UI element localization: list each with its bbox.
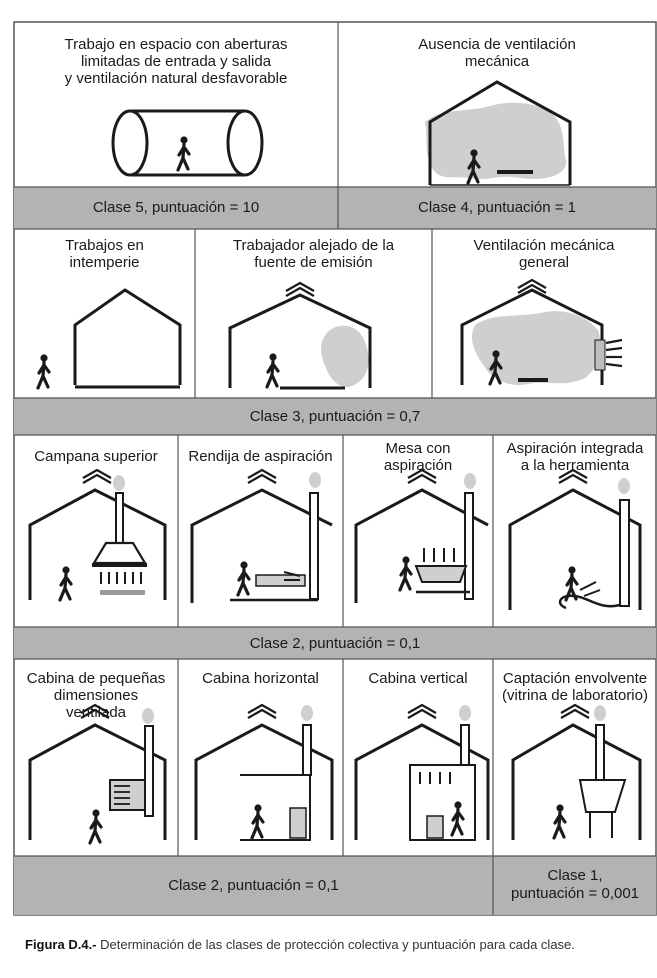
hood-illustration bbox=[28, 468, 167, 602]
caption-text: Determinación de las clases de protecció… bbox=[96, 937, 575, 952]
cell-title-no-mechanical-ventilation: Ausencia de ventilación mecánica bbox=[418, 36, 576, 70]
band-label-class3: Clase 3, puntuación = 0,7 bbox=[249, 408, 421, 425]
vertical-booth-illustration bbox=[354, 703, 490, 841]
table-illustration bbox=[354, 468, 489, 603]
cell-title-outdoor-work: Trabajos en intemperie bbox=[65, 237, 144, 271]
band-label-class2-row3: Clase 2, puntuación = 0,1 bbox=[249, 635, 421, 652]
outdoor-work-illustration bbox=[36, 288, 182, 390]
general-ventilation-illustration bbox=[460, 278, 623, 386]
tunnel-illustration bbox=[111, 109, 264, 177]
band-row1 bbox=[14, 187, 656, 229]
cell-title-small-booth: Cabina de pequeñas dimensiones ventilada bbox=[26, 670, 166, 721]
cell-title-tool-extraction: Aspiración integrada a la herramienta bbox=[506, 440, 644, 474]
cell-title-laboratory-hood: Captación envolvente (vitrina de laborat… bbox=[502, 670, 648, 704]
worker-away-illustration bbox=[228, 281, 372, 390]
protection-classes-figure bbox=[13, 21, 657, 916]
horizontal-booth-illustration bbox=[194, 703, 334, 841]
cell-title-confined-space: Trabajo en espacio con aberturas limitad… bbox=[64, 36, 288, 87]
cell-title-vertical-booth: Cabina vertical bbox=[368, 670, 468, 687]
small-booth-illustration bbox=[28, 703, 167, 845]
cell-title-horizontal-booth: Cabina horizontal bbox=[202, 670, 319, 687]
cell-title-table: Mesa con aspiración bbox=[383, 440, 453, 474]
caption-prefix: Figura D.4.- bbox=[25, 937, 97, 952]
band-label-class1: Clase 1, puntuación = 0,001 bbox=[510, 867, 640, 902]
slot-illustration bbox=[190, 468, 333, 603]
cell-title-general-ventilation: Ventilación mecánica general bbox=[473, 237, 615, 271]
laboratory-hood-illustration bbox=[511, 703, 642, 840]
cell-title-hood: Campana superior bbox=[34, 448, 158, 465]
band-row2 bbox=[14, 398, 656, 435]
tool-extraction-illustration bbox=[508, 468, 642, 610]
band-label-class2-row4: Clase 2, puntuación = 0,1 bbox=[168, 877, 339, 894]
cell-title-slot: Rendija de aspiración bbox=[188, 448, 333, 465]
band-row4 bbox=[14, 856, 656, 915]
band-label-class5: Clase 5, puntuación = 10 bbox=[92, 199, 260, 216]
no-ventilation-illustration bbox=[425, 80, 572, 186]
cell-title-worker-away: Trabajador alejado de la fuente de emisi… bbox=[232, 237, 395, 271]
band-row3 bbox=[14, 627, 656, 659]
figure-caption: Figura D.4.- Determinación de las clases… bbox=[25, 937, 655, 953]
band-label-class4: Clase 4, puntuación = 1 bbox=[417, 199, 577, 216]
